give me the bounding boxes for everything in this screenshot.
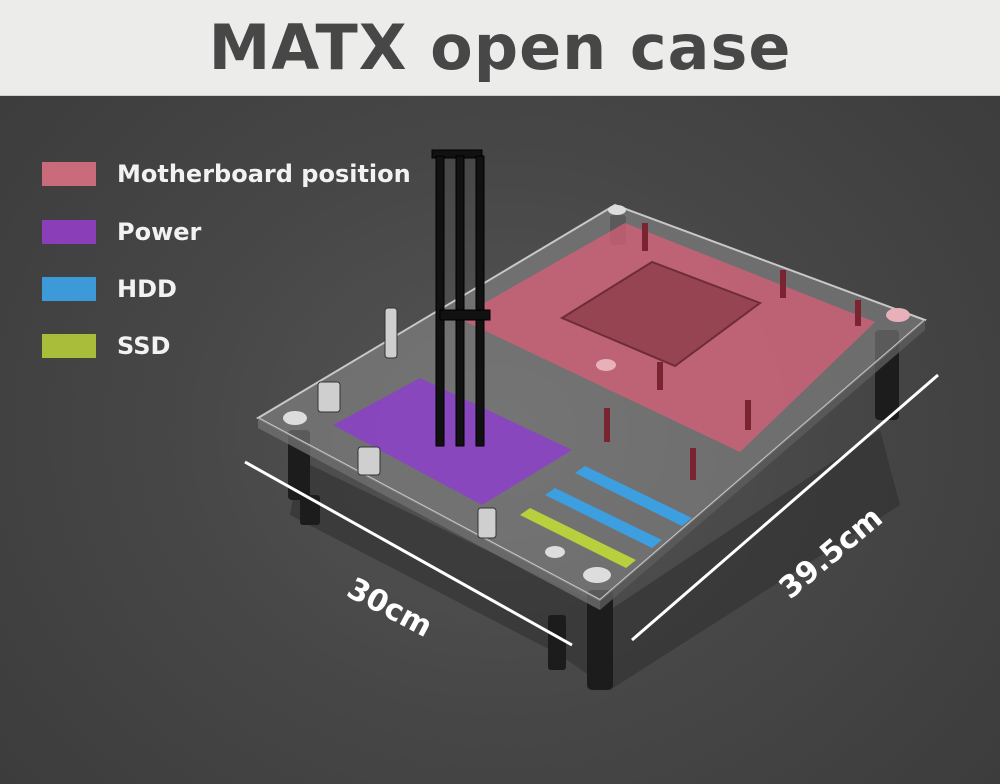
legend-swatch-motherboard xyxy=(42,162,96,186)
standoffs xyxy=(604,223,861,480)
case-diagram: 30cm 39.5cm xyxy=(244,149,939,690)
title-banner: MATX open case xyxy=(0,0,1000,96)
gpu-bracket xyxy=(431,149,491,447)
legend-label-ssd: SSD xyxy=(117,332,171,360)
motherboard-cutout xyxy=(559,260,763,368)
mounting-brackets xyxy=(317,307,497,539)
depth-dimension-line xyxy=(631,373,939,642)
hdd-bar-2 xyxy=(545,488,662,548)
ssd-bar xyxy=(520,508,636,568)
legend-swatch-ssd xyxy=(42,334,96,358)
page-title: MATX open case xyxy=(208,11,792,84)
hdd-bar-1 xyxy=(575,466,692,526)
corner-caps xyxy=(283,205,910,583)
legend-label-hdd: HDD xyxy=(117,275,177,303)
legend-label-motherboard: Motherboard position xyxy=(117,160,411,188)
power-area xyxy=(333,378,572,505)
width-dimension-line xyxy=(244,460,573,647)
legend-label-power: Power xyxy=(117,218,202,246)
top-plate-edge-right xyxy=(600,320,925,610)
legend-swatch-hdd xyxy=(42,277,96,301)
legend-swatch-power xyxy=(42,220,96,244)
top-plate-edge xyxy=(258,418,600,610)
